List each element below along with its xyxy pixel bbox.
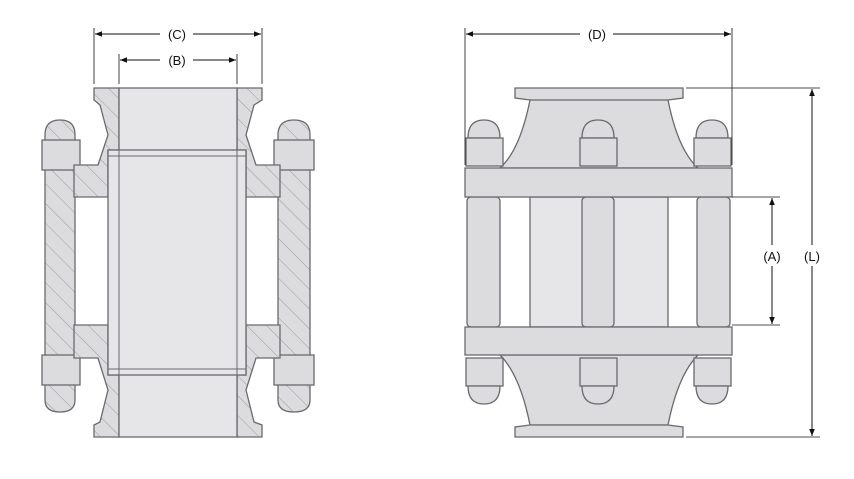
dimension-d: (D) [464,27,733,165]
section-view [41,87,315,438]
bottom-ferrule [514,424,684,438]
dimension-a: (A) [732,196,781,326]
bottom-flange-plate [464,326,733,356]
glass-tube [107,149,247,376]
dimension-l: (L) [686,87,820,438]
tie-rods [466,196,731,328]
label-b: (B) [168,53,185,68]
dimension-b: (B) [118,53,238,84]
dimension-c: (C) [93,27,263,84]
nuts [465,119,732,405]
left-tie-rod [41,119,81,413]
exterior-view [464,87,733,438]
right-tie-rod [273,119,315,413]
label-d: (D) [588,27,606,42]
label-l: (L) [804,249,820,264]
top-flange-plate [464,167,733,198]
label-a: (A) [763,249,780,264]
label-c: (C) [168,27,186,42]
